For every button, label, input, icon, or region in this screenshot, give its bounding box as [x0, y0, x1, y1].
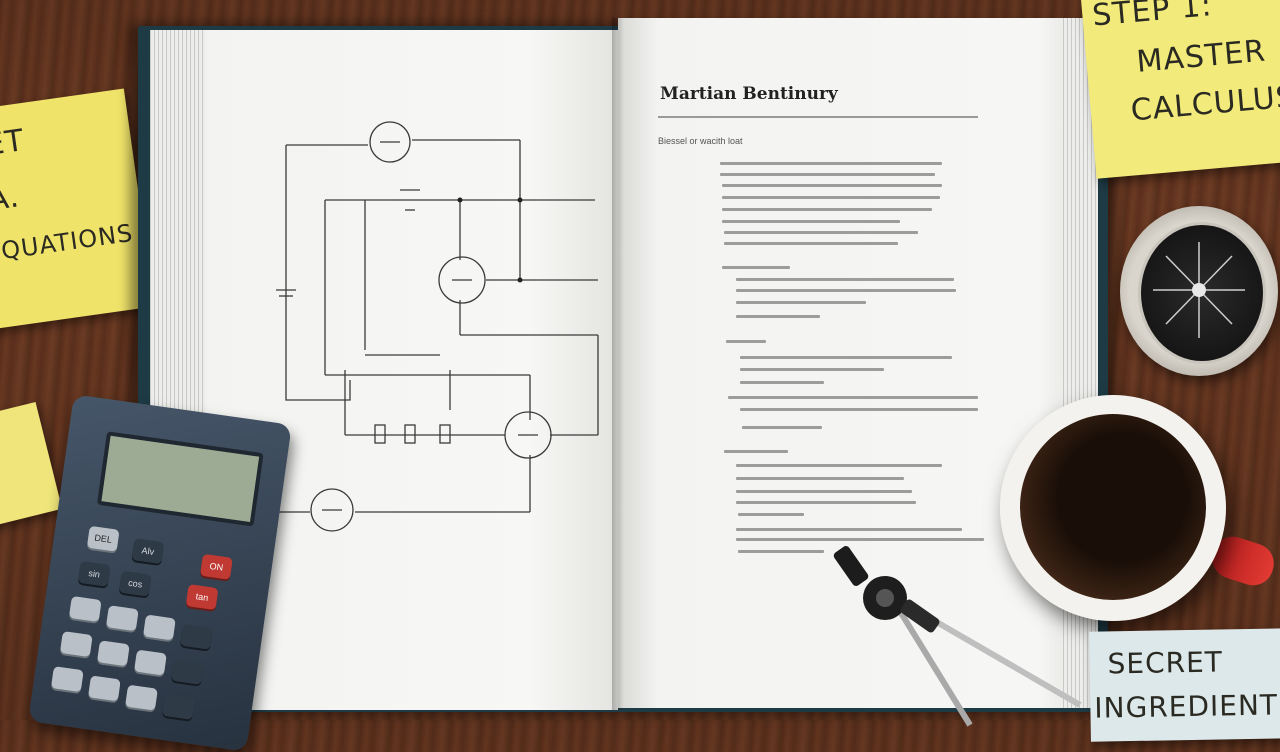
compass-rose-icon [1153, 242, 1245, 338]
note-left-line-2: A. [0, 179, 22, 219]
calc-key[interactable] [59, 631, 93, 658]
title-rule [658, 116, 978, 118]
page-title: Martian Bentinury [660, 84, 838, 104]
calc-key-tan[interactable]: tan [185, 584, 219, 611]
calc-key[interactable] [105, 605, 139, 632]
calc-key[interactable] [125, 684, 158, 711]
circuit-schematic [270, 121, 599, 532]
calc-key[interactable] [96, 640, 130, 667]
calc-key-sin[interactable]: sin [77, 560, 111, 587]
drafting-compass-icon [833, 546, 1082, 727]
calc-key-on[interactable]: ON [200, 553, 233, 580]
note-top-line-3: CALCULUS [1129, 79, 1280, 129]
page-subtitle: Biessel or wacith loat [658, 136, 743, 146]
note-bottom-line-1: SECRET [1107, 645, 1224, 681]
calculator: DEL Alv ON sin cos tan [28, 394, 292, 752]
calc-key[interactable] [68, 595, 102, 622]
sticky-note-left-small [0, 401, 63, 529]
note-top-line-2: MASTER [1135, 33, 1268, 80]
calc-key[interactable] [88, 675, 121, 702]
note-top-line-1: STEP 1: [1090, 0, 1214, 34]
calc-key-alv[interactable]: Alv [131, 538, 165, 565]
calc-key-del[interactable]: DEL [86, 525, 120, 552]
calc-key[interactable] [143, 614, 176, 641]
sticky-note-top-right: STEP 1: MASTER CALCULUS [1080, 0, 1280, 179]
sticky-note-bottom-right: SECRET INGREDIENT [1089, 628, 1280, 742]
note-left-line-3: EQUATIONS [0, 218, 135, 268]
calc-key[interactable] [50, 666, 84, 693]
book-right-page [618, 18, 1098, 708]
calc-key[interactable] [134, 649, 167, 676]
note-left-line-1: ET [0, 123, 27, 164]
calc-key-cos[interactable]: cos [118, 570, 152, 597]
calc-key[interactable] [162, 693, 195, 720]
note-bottom-line-2: INGREDIENT [1094, 688, 1279, 725]
calc-key[interactable] [180, 623, 213, 650]
book-spine [612, 18, 624, 710]
calc-key[interactable] [171, 658, 204, 685]
coffee-surface [1020, 414, 1206, 600]
